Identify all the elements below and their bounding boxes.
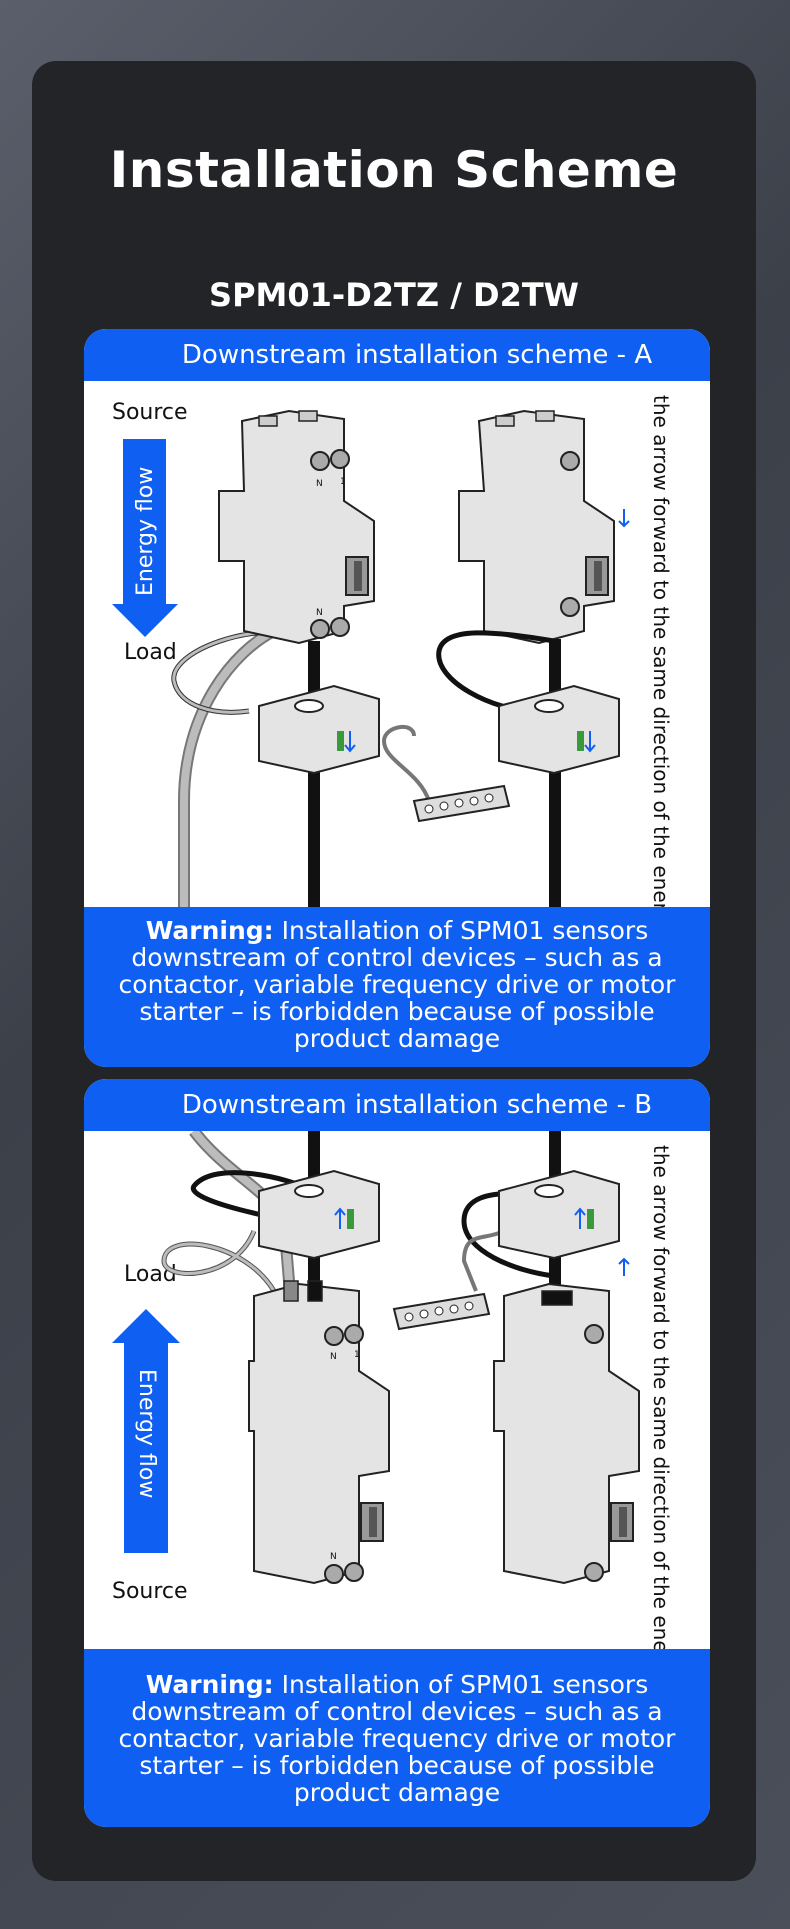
direction-arrow-icon (618, 1257, 630, 1276)
warning-text: Installation of SPM01 sensors downstream… (118, 1670, 676, 1807)
energy-flow-label: Energy flow (134, 1369, 159, 1498)
warning-label: Warning: (145, 916, 274, 945)
warning-label: Warning: (145, 1670, 274, 1699)
scheme-a-header: Downstream installation scheme - A (84, 329, 710, 381)
breaker-left: N 1 N (218, 409, 375, 645)
terminal-one-mark: 1 (340, 477, 346, 487)
scheme-b-diagram: Load Source Energy flow (84, 1131, 710, 1649)
direction-arrow-icon (618, 509, 630, 528)
terminal-n-mark: N (316, 479, 323, 489)
terminal-block (381, 725, 511, 823)
terminal-block (392, 1229, 505, 1331)
sensor-left (258, 684, 380, 775)
energy-flow-down-arrow: Energy flow (112, 439, 178, 637)
load-label: Load (124, 640, 177, 665)
page-subtitle: SPM01-D2TZ / D2TW (209, 276, 579, 314)
scheme-a-warning: Warning: Installation of SPM01 sensors d… (84, 907, 710, 1067)
content-card: Installation Scheme SPM01-D2TZ / D2TW Do… (32, 61, 756, 1881)
warning-text: Installation of SPM01 sensors downstream… (118, 916, 676, 1053)
sensor-right (498, 1169, 620, 1260)
scheme-b-warning: Warning: Installation of SPM01 sensors d… (84, 1649, 710, 1827)
breaker-right (458, 409, 615, 645)
scheme-a-diagram: Source Load Energy flow (84, 381, 710, 907)
page-title: Installation Scheme (109, 141, 679, 199)
breaker-right (493, 1282, 640, 1585)
svg-text:N: N (316, 608, 323, 618)
svg-text:1: 1 (354, 1350, 360, 1360)
arrow-direction-note: the arrow forward to the same direction … (649, 1145, 673, 1649)
load-label: Load (124, 1262, 177, 1287)
sensor-right (498, 684, 620, 775)
arrow-direction-note: the arrow forward to the same direction … (649, 395, 673, 907)
scheme-a-panel: Downstream installation scheme - A Sourc… (84, 329, 710, 1067)
source-label: Source (112, 400, 188, 425)
source-label: Source (112, 1579, 188, 1604)
scheme-b-panel: Downstream installation scheme - B Load … (84, 1079, 710, 1827)
scheme-b-header: Downstream installation scheme - B (84, 1079, 710, 1131)
sensor-left (258, 1169, 380, 1260)
energy-flow-up-arrow: Energy flow (112, 1309, 180, 1553)
breaker-left: N 1 N (248, 1280, 390, 1585)
energy-flow-label: Energy flow (133, 467, 158, 596)
svg-text:N: N (330, 1352, 337, 1362)
svg-text:N: N (330, 1552, 337, 1562)
